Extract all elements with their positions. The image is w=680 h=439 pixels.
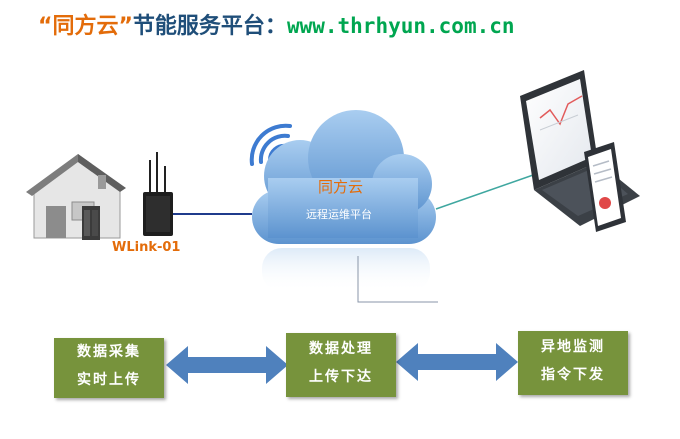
box-line: 数据处理	[309, 341, 373, 357]
title-subtitle: 节能服务平台：	[132, 14, 287, 39]
cloud-subtitle: 远程运维平台	[306, 208, 372, 221]
box-line: 指令下发	[541, 367, 605, 383]
box-remote-monitoring: 异地监测 指令下发	[518, 331, 628, 395]
page-title: “同方云”节能服务平台：www.thrhyun.com.cn	[38, 8, 515, 40]
arrow-process-monitor	[396, 343, 518, 381]
arrow-collect-process	[166, 346, 288, 384]
box-line: 数据采集	[77, 344, 141, 360]
box-data-processing: 数据处理 上传下达	[286, 333, 396, 397]
box-data-collection: 数据采集 实时上传	[54, 338, 164, 398]
cabinet-icon	[82, 206, 100, 240]
box-line: 上传下达	[309, 369, 373, 385]
brand-name: “同方云”	[38, 14, 133, 39]
box-line: 异地监测	[541, 339, 605, 355]
cloud-icon	[252, 110, 438, 303]
router-icon	[143, 152, 173, 236]
cloud-laptop-link	[435, 173, 537, 210]
website-url[interactable]: www.thrhyun.com.cn	[286, 14, 515, 38]
phone-icon	[584, 142, 626, 232]
house-icon	[26, 154, 126, 239]
laptop-icon	[520, 70, 640, 226]
device-label: WLink-01	[112, 240, 181, 255]
box-line: 实时上传	[77, 372, 141, 388]
cloud-title: 同方云	[318, 178, 364, 196]
